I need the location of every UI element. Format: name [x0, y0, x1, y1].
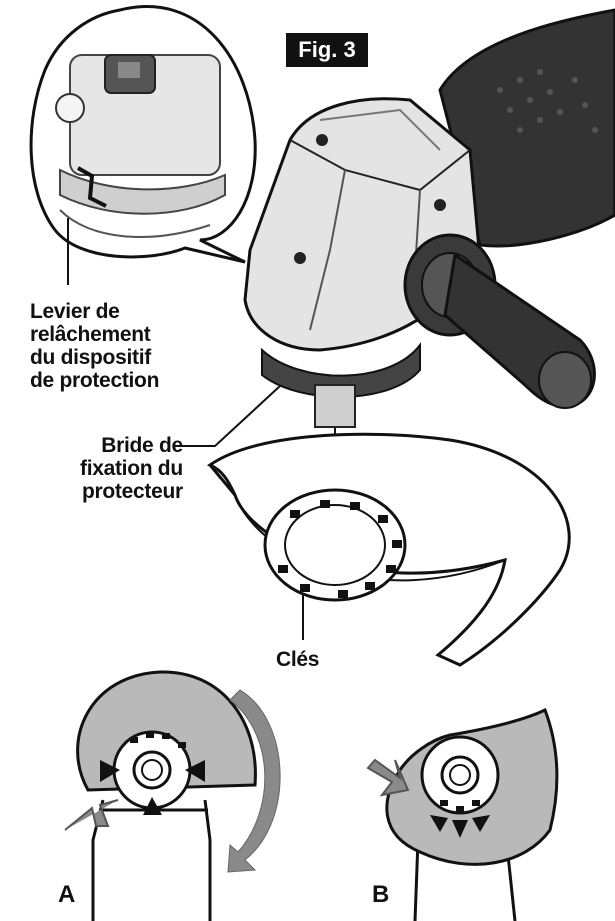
label-keys: Clés: [276, 648, 320, 671]
zoom-callout: [29, 5, 257, 264]
label-line: de protection: [30, 369, 160, 392]
label-line: protecteur: [82, 480, 183, 503]
label-release-lever: Levier de relâchement du dispositif de p…: [30, 300, 159, 392]
label-line: Bride de: [101, 434, 183, 457]
angle-grinder: [243, 8, 615, 428]
panel-b-label: B: [372, 881, 390, 908]
figure-badge: Fig. 3: [286, 33, 368, 67]
label-line: fixation du: [80, 457, 183, 480]
panel-b-diagram: [366, 707, 559, 921]
label-line: relâchement: [30, 323, 151, 346]
label-line: du dispositif: [30, 346, 151, 369]
label-guard-flange: Bride de fixation du protecteur: [80, 434, 183, 503]
panel-a-diagram: [64, 670, 281, 921]
label-line: Levier de: [30, 300, 120, 323]
wheel-guard: [206, 432, 571, 667]
panel-a-label: A: [58, 881, 76, 908]
